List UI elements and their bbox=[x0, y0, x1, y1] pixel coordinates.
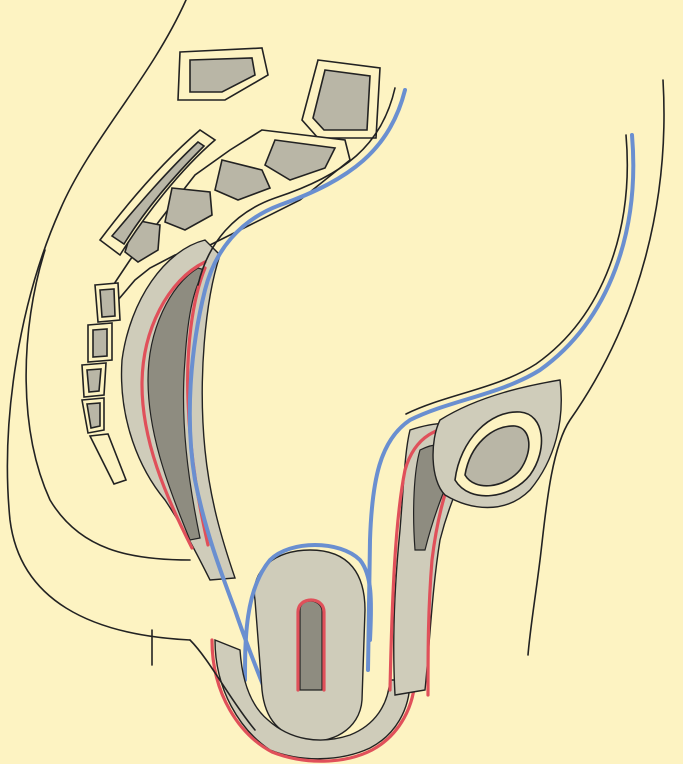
pubic-symphysis bbox=[433, 380, 561, 508]
uterine-cavity bbox=[300, 601, 322, 690]
coccyx-tip bbox=[90, 434, 126, 484]
lumbar-vertebrae bbox=[178, 48, 380, 138]
abdominal-wall-contour bbox=[528, 80, 664, 655]
sacrum bbox=[100, 130, 350, 300]
uterus bbox=[245, 545, 371, 741]
rectum bbox=[122, 240, 235, 580]
coccyx bbox=[82, 283, 126, 484]
